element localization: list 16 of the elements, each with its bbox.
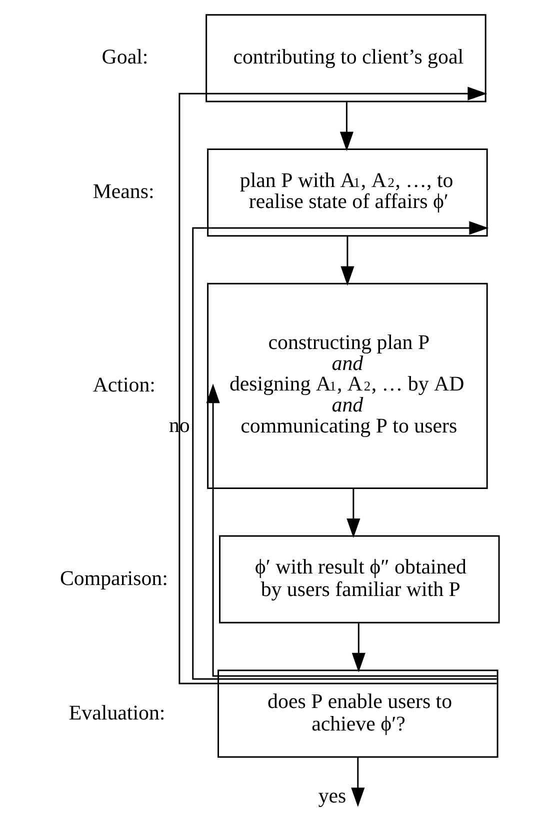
arrow — [192, 221, 496, 680]
arrow — [178, 86, 496, 684]
arrow — [340, 236, 354, 286]
node-box: does P enable users to achieve ϕ′? — [217, 670, 498, 758]
arrow — [350, 757, 364, 808]
edge-label: yes — [318, 783, 346, 808]
arrow — [351, 623, 365, 672]
node-label: Goal: — [101, 44, 148, 69]
node-box: ϕ′ with result ϕ″ obtained by users familiar with P — [218, 535, 500, 624]
node-label: Means: — [92, 179, 154, 204]
arrow — [346, 488, 360, 538]
node-label: Action: — [92, 372, 155, 396]
node-label: Evaluation: — [68, 700, 165, 724]
arrow — [339, 102, 353, 152]
arrow — [206, 384, 496, 677]
node-label: Comparison: — [59, 566, 168, 590]
